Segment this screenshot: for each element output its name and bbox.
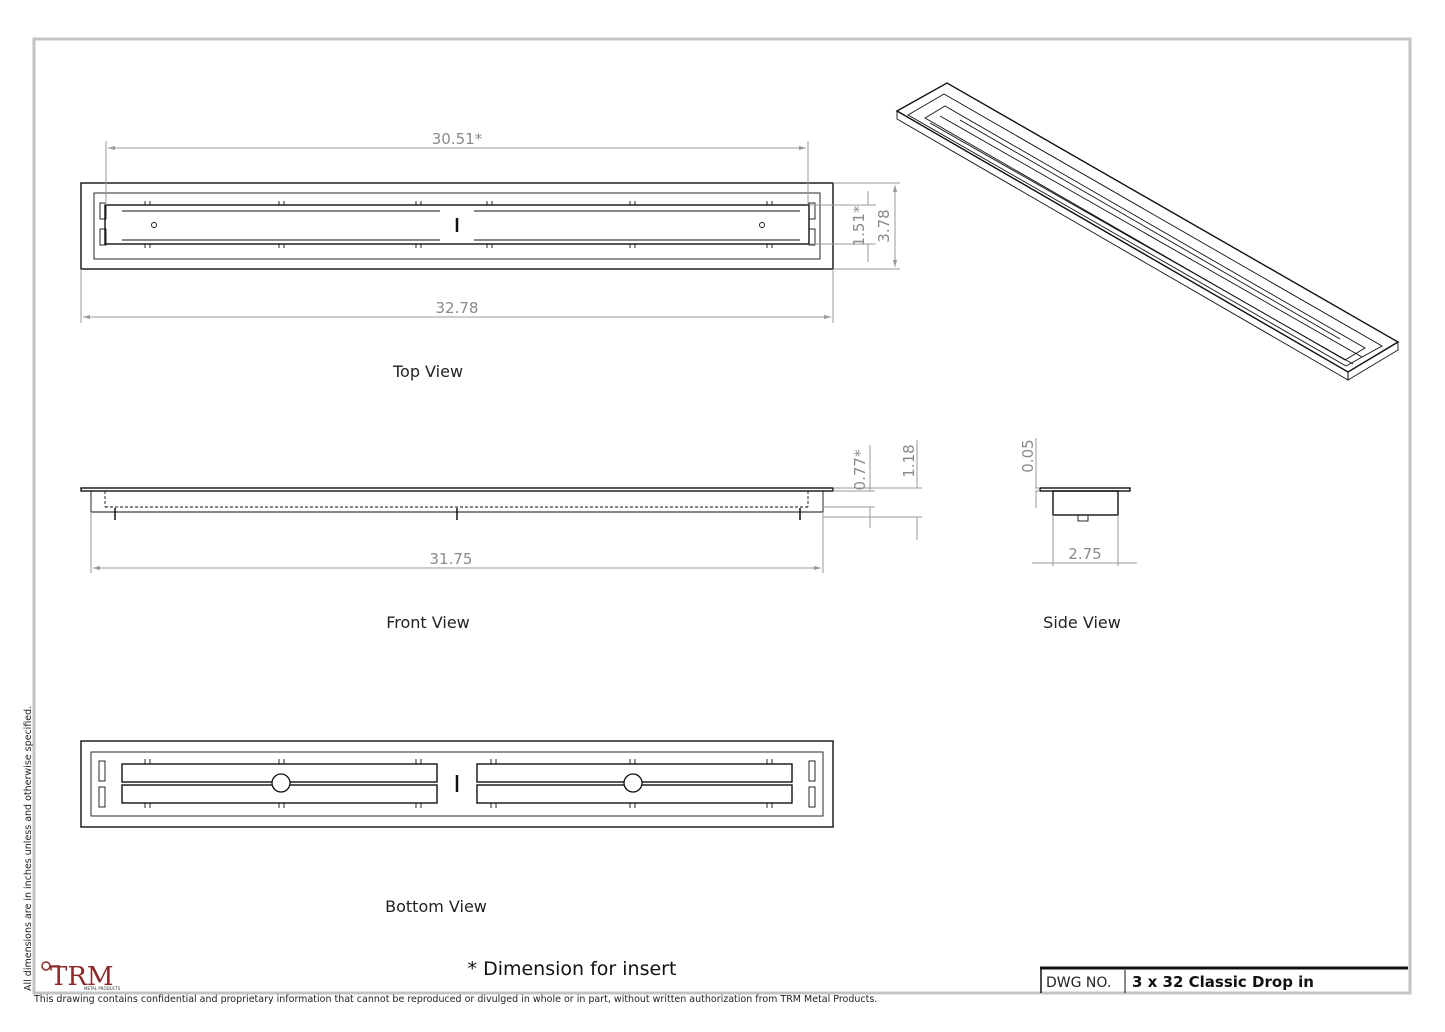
- bottom-view: [80, 740, 834, 828]
- top-view-caption: Top View: [392, 362, 463, 381]
- dim-top-overall-width: 3.78: [875, 209, 893, 242]
- front-view: [80, 440, 922, 573]
- logo-text: TRM: [50, 962, 114, 992]
- side-view: [1032, 438, 1137, 566]
- sheet-border: [32, 37, 1412, 995]
- isometric-view: [895, 82, 1400, 381]
- units-note: All dimensions are in inches unless and …: [23, 706, 34, 991]
- trm-logo: TRM METAL PRODUCTS: [41, 961, 121, 992]
- front-view-caption: Front View: [386, 613, 470, 632]
- insert-note: * Dimension for insert: [468, 958, 677, 980]
- dim-top-insert-length: 30.51*: [432, 130, 483, 148]
- dim-top-insert-width: 1.51*: [850, 205, 868, 246]
- dim-front-overall-height: 1.18: [900, 444, 918, 477]
- bottom-view-caption: Bottom View: [385, 897, 487, 916]
- title-block: [1040, 966, 1408, 993]
- side-view-caption: Side View: [1043, 613, 1121, 632]
- dim-front-length: 31.75: [430, 550, 473, 568]
- dwg-no-label: DWG NO.: [1046, 975, 1111, 991]
- confidentiality-note: This drawing contains confidential and p…: [33, 994, 877, 1005]
- top-view: [80, 141, 900, 323]
- logo-subtext: METAL PRODUCTS: [84, 986, 121, 991]
- dim-top-overall-length: 32.78: [436, 299, 479, 317]
- dim-front-insert-height: 0.77*: [851, 449, 869, 490]
- logo-ring-icon: [41, 961, 51, 971]
- dwg-no-value: 3 x 32 Classic Drop in: [1132, 973, 1314, 991]
- dim-side-flange: 0.05: [1019, 439, 1037, 472]
- dim-side-width: 2.75: [1068, 545, 1101, 563]
